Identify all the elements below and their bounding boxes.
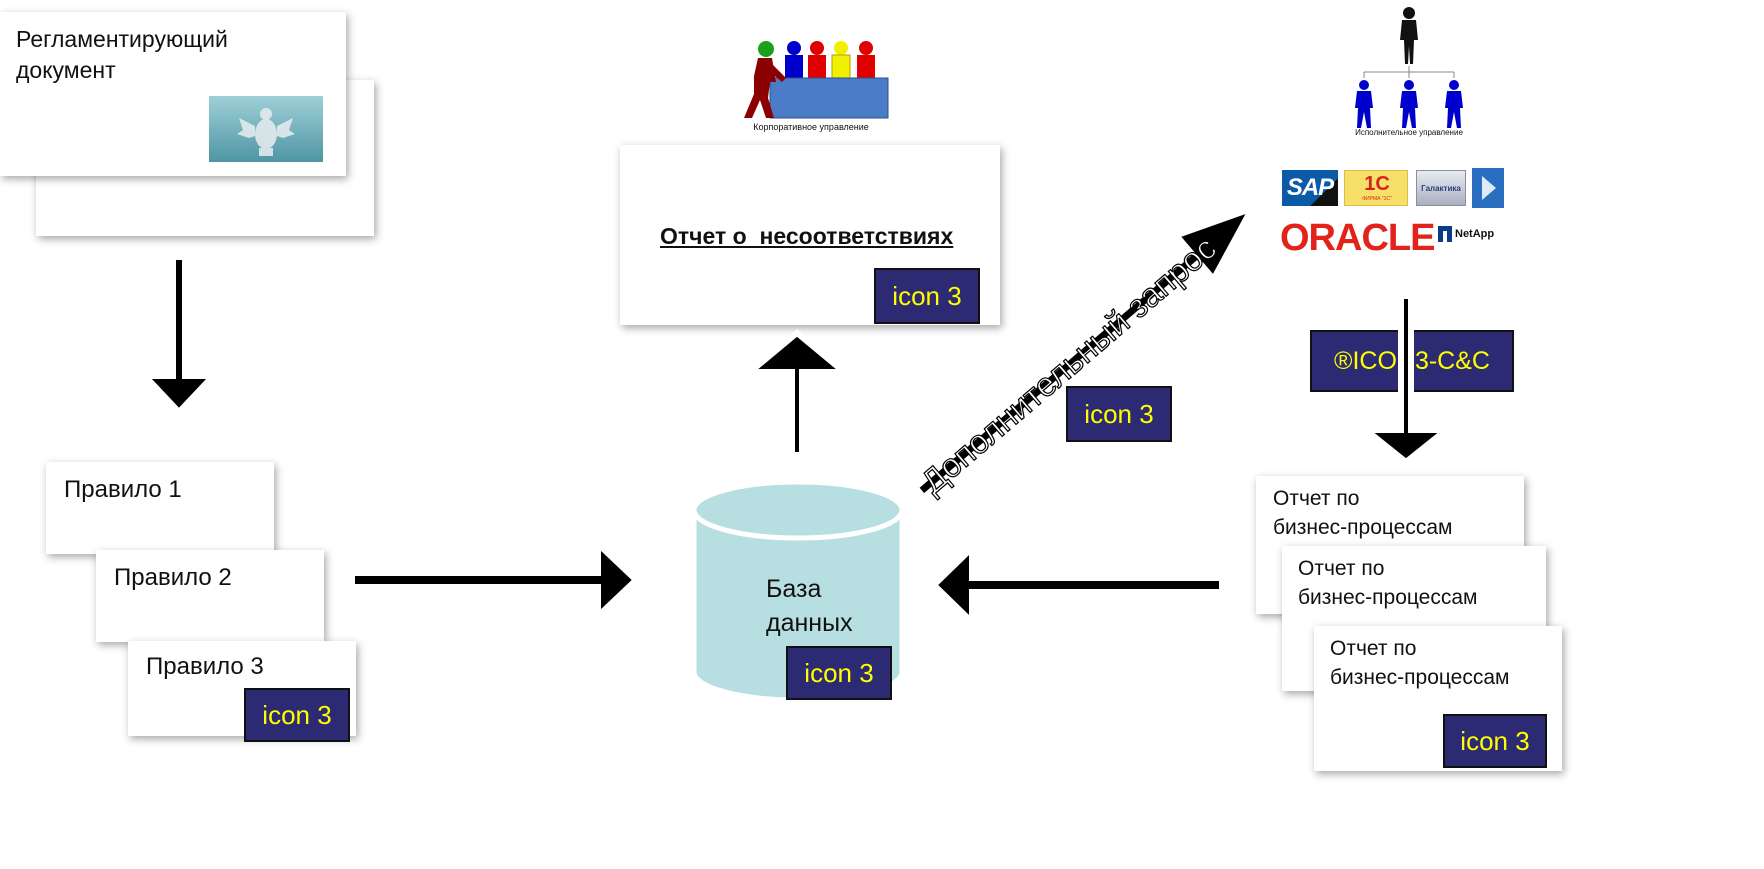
- arrow-reports-to-db: [929, 540, 1225, 630]
- regulatory-doc-text: Регламентирующий документ: [16, 26, 228, 83]
- rule-label-3: Правило 3: [146, 653, 264, 680]
- netapp-mark-icon: [1438, 226, 1452, 242]
- bp-report-label-3: Отчет по бизнес-процессам: [1330, 637, 1510, 689]
- rule-label-2: Правило 2: [114, 564, 232, 591]
- database-label: База данных: [766, 575, 853, 637]
- corporate-management-illustration: Корпоративное управление: [730, 38, 892, 132]
- play-triangle-icon: [1482, 176, 1496, 200]
- oracle-logo: ORACLE: [1280, 216, 1435, 259]
- rules-icon-badge: icon 3: [244, 688, 350, 742]
- board-people-icon: [744, 41, 889, 119]
- onec-logo-mark: 1С: [1364, 173, 1390, 195]
- nonconformity-report-title: Отчет о несоответствиях: [660, 223, 954, 249]
- arrow-doc-to-rules: [138, 254, 220, 417]
- rule-label-1: Правило 1: [64, 476, 182, 503]
- blue-play-logo: [1472, 168, 1504, 208]
- onec-logo: 1С ФИРМА "1С": [1344, 170, 1408, 206]
- netapp-logo-text: NetApp: [1455, 228, 1495, 240]
- arrow-db-to-report: [741, 329, 853, 458]
- report-icon-badge: icon 3: [874, 268, 980, 324]
- regulatory-doc-card: Регламентирующий документ: [0, 12, 346, 176]
- netapp-logo: NetApp: [1437, 224, 1501, 246]
- executive-management-caption: Исполнительное управление: [1355, 128, 1463, 137]
- arrow-rules-to-db: [349, 537, 641, 623]
- request-icon-badge: icon 3: [1066, 386, 1172, 442]
- rule-card-2: Правило 2: [96, 550, 324, 642]
- bp-report-icon-badge: icon 3: [1443, 714, 1547, 768]
- org-chart-icon: [1355, 7, 1463, 128]
- corporate-management-caption: Корпоративное управление: [753, 122, 869, 132]
- coat-of-arms-image: [209, 96, 323, 162]
- rule-card-1: Правило 1: [46, 462, 274, 554]
- bp-report-label-1: Отчет по бизнес-процессам: [1273, 487, 1453, 539]
- coat-of-arms-icon: [237, 108, 295, 156]
- sap-logo: SAP: [1282, 170, 1338, 206]
- cc-badge: ®ICON3-C&C: [1310, 330, 1514, 392]
- database-icon-badge: icon 3: [786, 646, 892, 700]
- galaktika-logo: Галактика: [1416, 170, 1466, 206]
- onec-logo-sub: ФИРМА "1С": [1362, 196, 1392, 202]
- bp-report-label-2: Отчет по бизнес-процессам: [1298, 557, 1478, 609]
- executive-management-illustration: Исполнительное управление: [1344, 6, 1474, 137]
